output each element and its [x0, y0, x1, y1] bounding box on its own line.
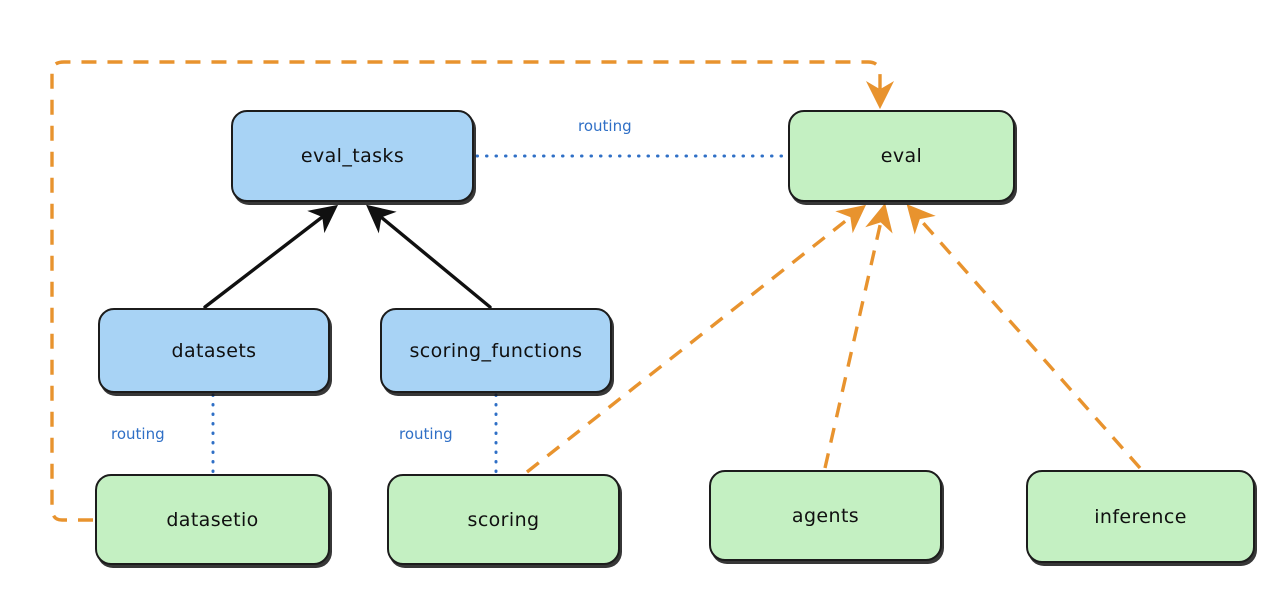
node-agents[interactable]: agents [709, 470, 942, 561]
node-label-eval-tasks: eval_tasks [300, 145, 405, 167]
node-datasetio[interactable]: datasetio [95, 474, 330, 565]
node-scoring-functions[interactable]: scoring_functions [380, 308, 612, 393]
node-label-inference: inference [1094, 505, 1187, 528]
node-inference[interactable]: inference [1026, 470, 1255, 563]
node-label-eval: eval [880, 145, 923, 167]
node-label-datasets: datasets [171, 339, 257, 362]
node-scoring[interactable]: scoring [387, 474, 620, 565]
edge-inference-to-eval [906, 204, 1142, 470]
node-eval-tasks[interactable]: eval_tasks [231, 110, 474, 202]
node-label-agents: agents [791, 504, 860, 527]
edge-scoring-functions-to-eval-tasks [366, 204, 492, 309]
edge-label-routing-eval-tasks: routing [578, 117, 632, 135]
node-datasets[interactable]: datasets [98, 308, 330, 393]
node-label-scoring: scoring [467, 508, 540, 531]
edge-label-routing-datasets: routing [111, 425, 165, 443]
edge-datasets-to-eval-tasks [203, 204, 339, 309]
node-label-scoring-functions: scoring_functions [409, 339, 583, 362]
node-label-datasetio: datasetio [166, 508, 259, 531]
edge-label-routing-scoring-functions: routing [399, 425, 453, 443]
node-eval[interactable]: eval [788, 110, 1015, 202]
edge-agents-to-eval [823, 203, 893, 469]
